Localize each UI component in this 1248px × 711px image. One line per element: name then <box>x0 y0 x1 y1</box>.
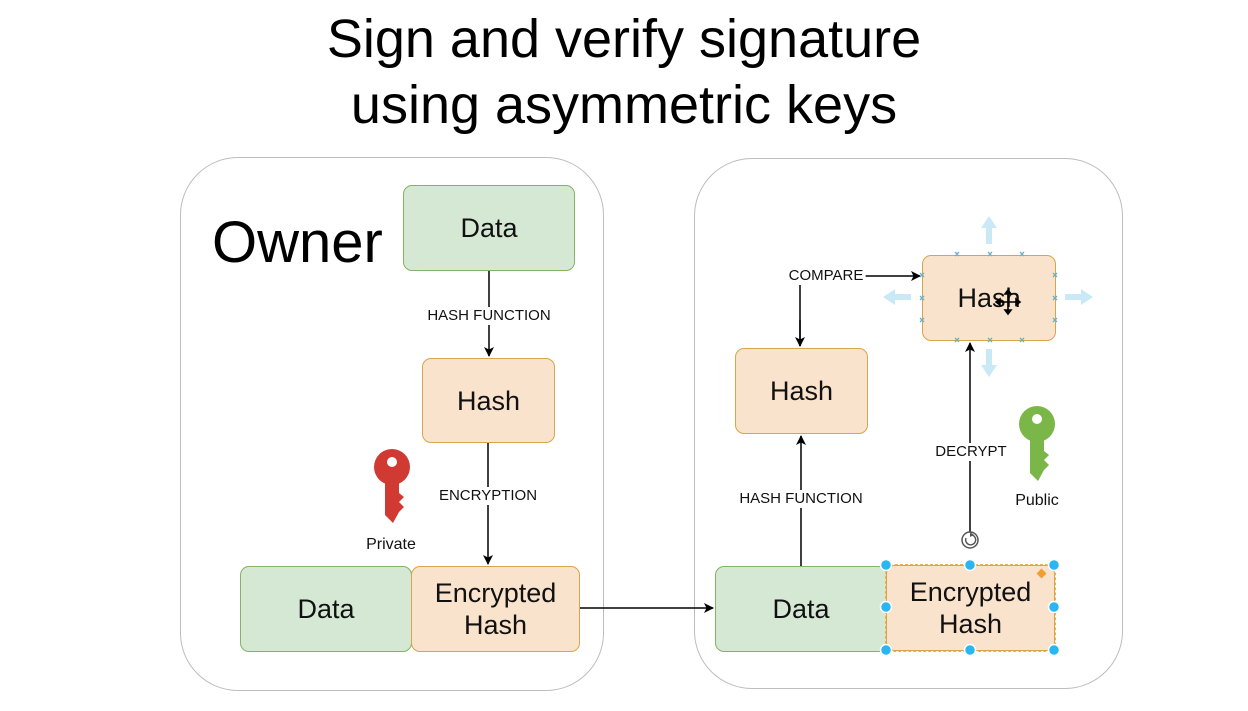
style-handle-diamond[interactable] <box>1036 568 1047 579</box>
connection-points[interactable] <box>919 251 1058 343</box>
title-line-1: Sign and verify signature <box>326 9 922 69</box>
receiver-decrypt-label[interactable]: DECRYPT <box>933 443 1009 461</box>
public-key-icon[interactable] <box>1019 406 1055 481</box>
owner-data-bottom-box[interactable]: Data <box>240 566 412 652</box>
owner-encrypted-hash-line1: Encrypted <box>434 578 557 608</box>
owner-encrypted-hash-box[interactable]: Encrypted Hash <box>411 566 580 652</box>
receiver-hash-right-box[interactable]: Hash <box>922 255 1056 341</box>
private-key-label[interactable]: Private <box>366 536 416 553</box>
compare-label[interactable]: COMPARE <box>786 267 866 285</box>
private-key-icon[interactable] <box>374 449 410 523</box>
owner-label[interactable]: Owner <box>212 210 383 275</box>
diagram-title: Sign and verify signature using asymmetr… <box>0 6 1248 138</box>
owner-hash-function-label[interactable]: HASH FUNCTION <box>425 307 553 325</box>
selection-handles[interactable] <box>879 558 1061 657</box>
hover-arrows[interactable] <box>883 216 1093 377</box>
owner-hash-box[interactable]: Hash <box>422 358 555 443</box>
receiver-encrypted-hash-line1: Encrypted <box>909 577 1032 607</box>
rotate-handle-icon[interactable] <box>961 531 979 549</box>
public-key-label[interactable]: Public <box>1015 492 1059 509</box>
receiver-data-box[interactable]: Data <box>715 566 887 652</box>
receiver-hash-function-label[interactable]: HASH FUNCTION <box>737 490 865 508</box>
title-line-2: using asymmetric keys <box>350 75 898 135</box>
owner-encryption-label[interactable]: ENCRYPTION <box>436 487 540 505</box>
move-cursor-icon <box>994 288 1022 316</box>
owner-data-box[interactable]: Data <box>403 185 575 271</box>
receiver-encrypted-hash-box[interactable]: Encrypted Hash <box>885 564 1056 652</box>
receiver-encrypted-hash-line2: Hash <box>938 609 1003 639</box>
compare-arrow[interactable] <box>799 271 921 346</box>
owner-encrypted-hash-line2: Hash <box>463 610 528 640</box>
receiver-hash-left-box[interactable]: Hash <box>735 348 868 434</box>
